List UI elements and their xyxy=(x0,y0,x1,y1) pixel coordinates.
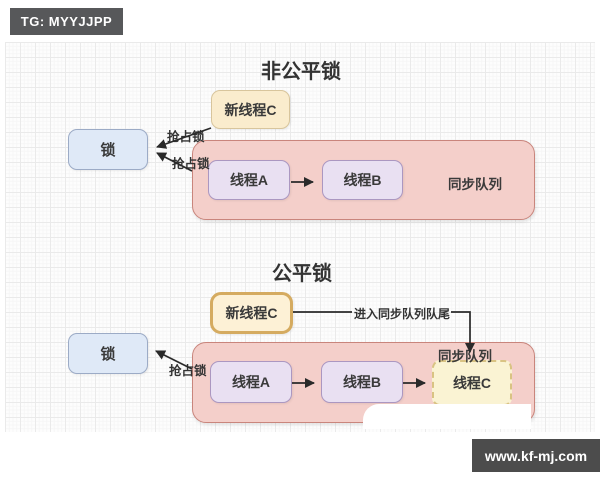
fair-lock-box: 锁 xyxy=(68,333,148,374)
white-erase-patch xyxy=(363,404,531,429)
fair-sync-queue-label: 同步队列 xyxy=(438,349,492,364)
unfair-lock-box: 锁 xyxy=(68,129,148,170)
fair-grab-lock-label: 抢占锁 xyxy=(169,364,207,378)
enter-queue-tail-label: 进入同步队列队尾 xyxy=(353,307,450,321)
unfair-lock-title: 非公平锁 xyxy=(261,61,341,83)
fair-thread-a-box: 线程A xyxy=(210,361,292,403)
unfair-grab-lock-label-top: 抢占锁 xyxy=(167,130,205,144)
unfair-thread-a-box: 线程A xyxy=(208,160,290,200)
fair-new-thread-c-box: 新线程C xyxy=(210,292,293,334)
unfair-sync-queue-label: 同步队列 xyxy=(448,177,502,192)
fair-thread-c-box: 线程C xyxy=(432,360,512,406)
fair-lock-title: 公平锁 xyxy=(272,263,332,285)
unfair-new-thread-c-box: 新线程C xyxy=(211,90,290,129)
watermark: www.kf-mj.com xyxy=(472,439,600,472)
unfair-thread-b-box: 线程B xyxy=(322,160,403,200)
fair-thread-b-box: 线程B xyxy=(321,361,403,403)
tg-badge: TG: MYYJJPP xyxy=(10,8,123,35)
unfair-grab-lock-label-bottom: 抢占锁 xyxy=(172,157,210,171)
